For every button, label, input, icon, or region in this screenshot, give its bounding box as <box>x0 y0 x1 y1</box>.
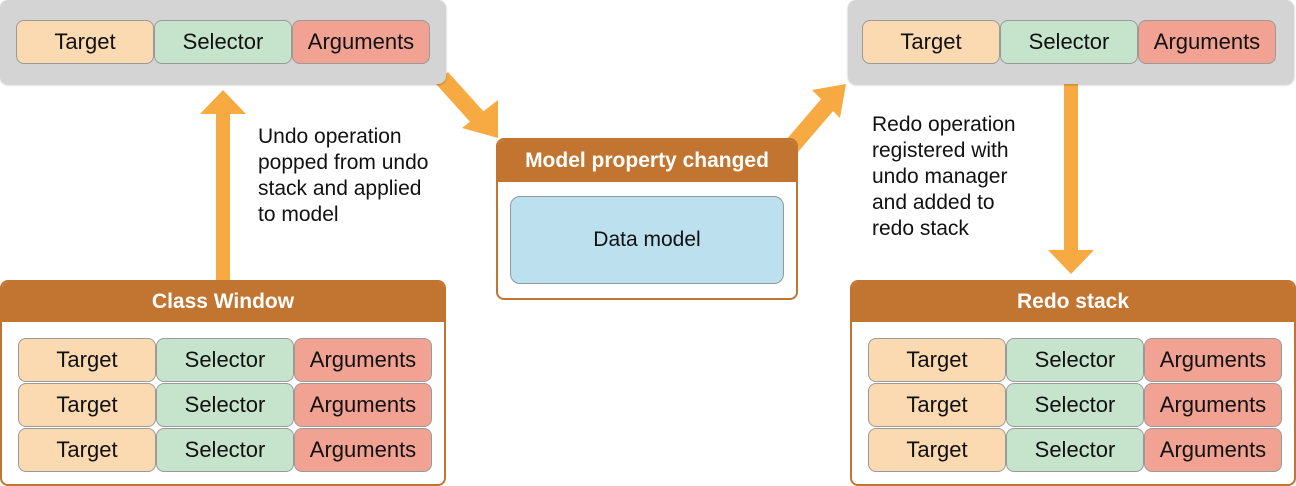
left-invocation-bar: Target Selector Arguments <box>0 0 446 84</box>
arrow-right-down-head <box>1048 250 1094 274</box>
left-stack-row-1-selector: Selector <box>156 338 294 382</box>
right-stack-row-2-arguments: Arguments <box>1144 383 1282 427</box>
arrow-to-model-head <box>462 100 498 138</box>
arrow-right-down-shaft <box>1064 84 1078 252</box>
right-stack-row-1-selector: Selector <box>1006 338 1144 382</box>
data-model: Data model <box>510 196 784 284</box>
left-invocation-target: Target <box>16 20 154 64</box>
right-stack-row-3-arguments: Arguments <box>1144 428 1282 472</box>
redo-stack: Redo stack Target Selector Arguments Tar… <box>850 280 1296 486</box>
right-stack-row-1-arguments: Arguments <box>1144 338 1282 382</box>
right-stack-row-3-selector: Selector <box>1006 428 1144 472</box>
left-invocation-selector: Selector <box>154 20 292 64</box>
undo-description: Undo operation popped from undo stack an… <box>258 125 429 226</box>
left-stack-row-2-target: Target <box>18 383 156 427</box>
left-stack-row-1-target: Target <box>18 338 156 382</box>
arrow-from-model-head <box>812 84 846 118</box>
right-stack-row-2-selector: Selector <box>1006 383 1144 427</box>
redo-description: Redo operation registered with undo mana… <box>872 113 1016 240</box>
right-stack-row-2-target: Target <box>868 383 1006 427</box>
class-window-title: Class Window <box>2 282 444 322</box>
redo-stack-title: Redo stack <box>852 282 1294 322</box>
right-invocation-target: Target <box>862 20 1000 64</box>
class-window-stack: Class Window Target Selector Arguments T… <box>0 280 446 486</box>
left-stack-row-3-arguments: Arguments <box>294 428 432 472</box>
left-invocation-arguments: Arguments <box>292 20 430 64</box>
left-stack-row-2-arguments: Arguments <box>294 383 432 427</box>
arrow-to-model-shaft <box>436 72 484 124</box>
arrow-left-up-head <box>200 90 246 114</box>
right-invocation-bar: Target Selector Arguments <box>848 0 1294 84</box>
model-property-box: Model property changed Data model <box>496 138 798 300</box>
arrow-left-up-shaft <box>216 112 230 280</box>
left-stack-row-2-selector: Selector <box>156 383 294 427</box>
right-invocation-arguments: Arguments <box>1138 20 1276 64</box>
right-stack-row-1-target: Target <box>868 338 1006 382</box>
model-property-title: Model property changed <box>498 140 796 182</box>
right-stack-row-3-target: Target <box>868 428 1006 472</box>
left-stack-row-3-selector: Selector <box>156 428 294 472</box>
arrow-from-model-shaft <box>786 98 834 152</box>
right-invocation-selector: Selector <box>1000 20 1138 64</box>
left-stack-row-3-target: Target <box>18 428 156 472</box>
left-stack-row-1-arguments: Arguments <box>294 338 432 382</box>
